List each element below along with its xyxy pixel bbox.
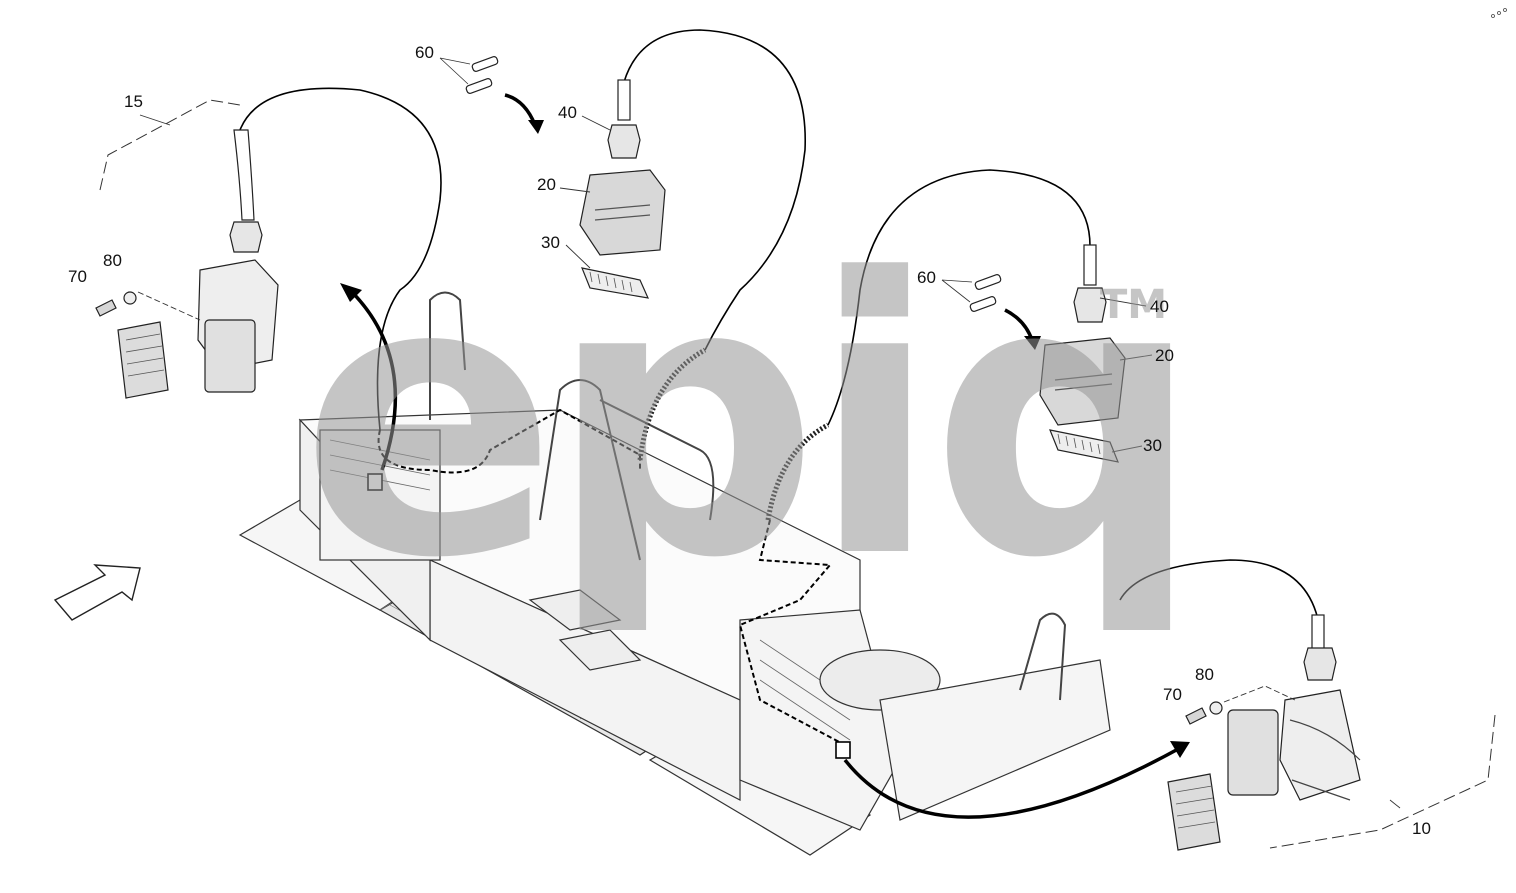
- conduit-right: [765, 422, 830, 521]
- handrail-left: [429, 291, 466, 420]
- pins-60-right: [941, 274, 1002, 312]
- step-right: [558, 629, 642, 671]
- callout-40-right: 40: [1150, 297, 1169, 316]
- cable-gland-right-bottom: [1303, 647, 1337, 681]
- callout-15: 15: [124, 92, 143, 111]
- callout-60-right: 60: [917, 268, 936, 287]
- right-rail: [879, 659, 1111, 821]
- callout-20-top: 20: [537, 175, 556, 194]
- group-bracket-10: [1269, 714, 1496, 849]
- watermark-trademark: TM: [1100, 282, 1168, 328]
- socket-assembly-10: [1167, 614, 1361, 851]
- socket-assembly-15: [95, 129, 279, 399]
- cable-sleeve-right-bottom: [1311, 614, 1325, 651]
- connector-assembly-top: [579, 79, 666, 299]
- cable-gland-left: [229, 221, 263, 253]
- routing-arrows: [340, 93, 1190, 819]
- handrail-right: [1019, 612, 1067, 701]
- cable-top-loop: [623, 29, 806, 351]
- machine-connector-left: [367, 473, 383, 491]
- cable-sleeve-right: [1083, 244, 1097, 286]
- pins-60-top: [439, 56, 499, 94]
- callout-60-top: 60: [415, 43, 434, 62]
- hood-20-right: [1039, 337, 1126, 426]
- cable-gland-40-top: [607, 124, 641, 159]
- travel-direction-arrow: [53, 564, 141, 621]
- washer-80-left: [123, 291, 137, 305]
- callout-30-right: 30: [1143, 436, 1162, 455]
- hood-20-top: [579, 169, 666, 256]
- screw-70-left: [95, 299, 117, 317]
- callout-20-right: 20: [1155, 346, 1174, 365]
- leader-lines: [139, 114, 1401, 809]
- step-left: [528, 589, 622, 631]
- socket-cover-right: [1227, 709, 1279, 796]
- cable-sleeve-top: [617, 79, 631, 121]
- socket-housing-right: [1279, 689, 1361, 801]
- screw-70-right: [1185, 707, 1207, 725]
- callout-40-top: 40: [558, 103, 577, 122]
- callout-80-right: 80: [1195, 665, 1214, 684]
- conduit-left: [637, 347, 707, 461]
- socket-cover-left: [204, 319, 256, 393]
- arrow-left-up: [348, 288, 398, 471]
- cable-bottom-right: [1119, 559, 1321, 631]
- arrow-bottom-right: [843, 746, 1181, 819]
- cable-left-loop: [239, 87, 442, 431]
- cable-gland-40-right: [1073, 287, 1107, 323]
- control-box-left: [319, 429, 441, 561]
- watermark-logo: epiq: [300, 198, 1202, 641]
- socket-insert-right: [1167, 773, 1221, 851]
- callout-30-top: 30: [541, 233, 560, 252]
- machine-connector-right: [835, 741, 851, 759]
- corner-mark: [1491, 8, 1507, 18]
- handrail-center: [539, 379, 715, 561]
- cable-sleeve-left: [233, 129, 255, 221]
- cable-right-loop: [827, 169, 1091, 426]
- callout-70-right: 70: [1163, 685, 1182, 704]
- internal-cable-routing: [377, 408, 846, 746]
- callout-80-left: 80: [103, 251, 122, 270]
- group-bracket-15: [99, 99, 241, 191]
- callout-70-left: 70: [68, 267, 87, 286]
- insert-30-right: [1049, 429, 1119, 463]
- socket-insert-left: [117, 321, 169, 399]
- washer-80-right: [1209, 701, 1223, 715]
- callout-10: 10: [1412, 819, 1431, 838]
- connector-assembly-right: [1039, 244, 1126, 463]
